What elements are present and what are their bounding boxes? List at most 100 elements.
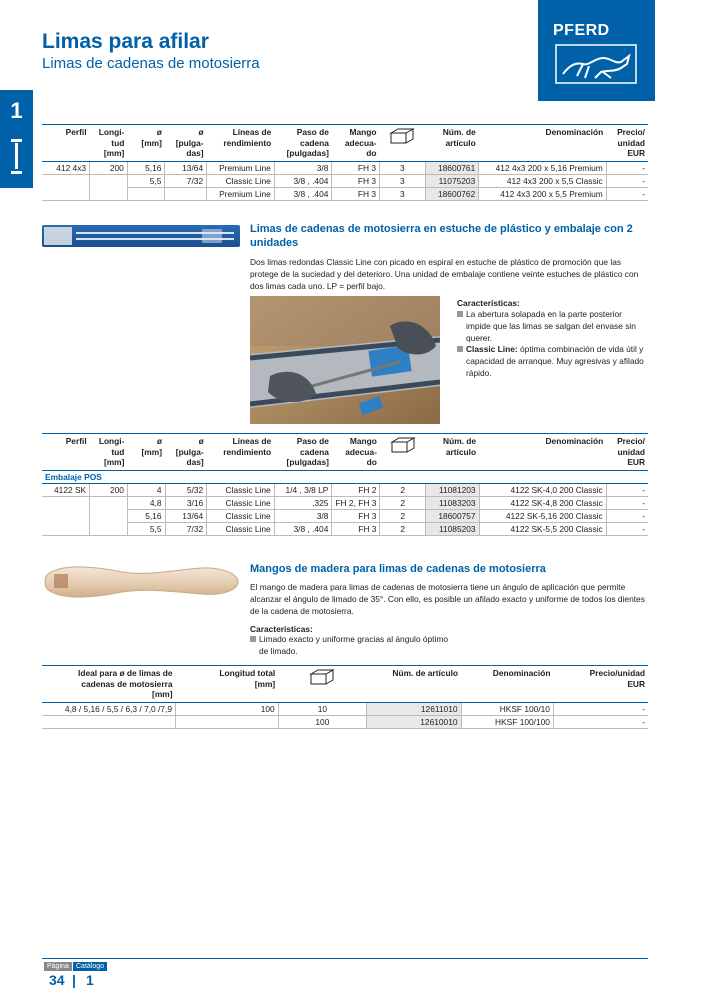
file-icon-top bbox=[11, 139, 22, 142]
table-cell: 3/8 , .404 bbox=[273, 174, 332, 188]
section-body-case: Dos limas redondas Classic Line con pica… bbox=[250, 257, 639, 291]
package-box-icon bbox=[309, 669, 336, 685]
column-header: Núm. de artículo bbox=[366, 665, 462, 703]
chapter-tab[interactable]: 1 bbox=[0, 90, 33, 188]
list-item: Classic Line: óptima combinación de vida… bbox=[457, 344, 647, 379]
table-cell: FH 2 bbox=[331, 483, 380, 497]
column-header: Perfil bbox=[42, 433, 90, 471]
table-cell: 412 4x3 200 x 5,5 Classic bbox=[478, 174, 607, 188]
table-cell: 13/64 bbox=[164, 161, 207, 175]
table-cell: - bbox=[552, 715, 648, 729]
section-body-handle: El mango de madera para limas de cadenas… bbox=[250, 582, 645, 616]
table-cell: - bbox=[605, 161, 648, 175]
table-cell: Premium Line bbox=[206, 187, 275, 201]
table-header-row: Ideal para ø de limas de cadenas de moto… bbox=[42, 665, 648, 703]
features-heading-case: Características: bbox=[457, 298, 520, 308]
table-cell bbox=[42, 522, 90, 536]
wooden-handle-image bbox=[42, 560, 242, 604]
brand-logo: PFERD bbox=[538, 0, 655, 101]
table-cell: 3/8 , .404 bbox=[273, 187, 332, 201]
page-number: 34 bbox=[49, 972, 65, 988]
table-cell bbox=[42, 174, 90, 187]
table-cell: 2 bbox=[379, 483, 426, 497]
column-header bbox=[379, 124, 426, 162]
table-cell: Classic Line bbox=[206, 496, 275, 510]
catalog-number[interactable]: 1 bbox=[86, 972, 94, 988]
table-cell: 3/8 bbox=[273, 161, 332, 175]
features-heading-handle: Características: bbox=[250, 624, 313, 634]
group-label: Embalaje POS bbox=[42, 470, 648, 484]
table-cell: 5,5 bbox=[126, 174, 165, 188]
table-group-row: Embalaje POS bbox=[42, 470, 648, 484]
table-cell: 18600762 bbox=[424, 187, 479, 201]
table-cell: 3/8 bbox=[273, 509, 332, 523]
table-cell: Classic Line bbox=[206, 483, 275, 497]
table-cell: 5,16 bbox=[126, 161, 165, 175]
table-cell: Classic Line bbox=[206, 522, 275, 536]
page-title: Limas para afilar bbox=[42, 30, 209, 53]
page-subtitle: Limas de cadenas de motosierra bbox=[42, 55, 260, 72]
bullet-icon bbox=[250, 636, 256, 642]
package-box-icon bbox=[389, 437, 416, 453]
column-header: ø[mm] bbox=[127, 124, 165, 162]
chainsaw-sharpening-photo bbox=[250, 296, 440, 424]
table-cell: 3 bbox=[379, 187, 426, 201]
table-cell: 100 bbox=[277, 715, 367, 729]
feature-text: La abertura solapada en la parte posteri… bbox=[466, 309, 636, 343]
table-cell: 412 4x3 200 x 5,5 Premium bbox=[478, 187, 607, 201]
table-cell: 200 bbox=[89, 483, 128, 497]
table-cell: HKSF 100/100 bbox=[460, 715, 554, 729]
table-cell: 2 bbox=[379, 496, 426, 510]
table-cell: 4122 SK-4,8 200 Classic bbox=[478, 496, 607, 510]
table-cell: 200 bbox=[89, 161, 128, 175]
table-cell: 100 bbox=[175, 702, 279, 716]
table-cell: - bbox=[605, 509, 648, 523]
table-cell: FH 3 bbox=[331, 522, 380, 536]
table-cell: 11083203 bbox=[424, 496, 480, 510]
table-cell: 18600757 bbox=[424, 509, 480, 523]
table-cell bbox=[42, 715, 176, 729]
table-cell bbox=[89, 174, 128, 187]
table-cell: FH 3 bbox=[331, 161, 380, 175]
table-cell: 11075203 bbox=[424, 174, 479, 188]
features-list-case: La abertura solapada en la parte posteri… bbox=[457, 309, 647, 380]
table-cell: 4122 SK-5,16 200 Classic bbox=[478, 509, 607, 523]
table-cell bbox=[126, 187, 165, 201]
table-cell: 7/32 bbox=[164, 522, 207, 536]
table-cell: 11085203 bbox=[424, 522, 480, 536]
table-cell: 3 bbox=[379, 161, 426, 175]
file-icon-bottom bbox=[11, 171, 22, 174]
table-cell: - bbox=[605, 483, 648, 497]
feature-bold: Classic Line: bbox=[466, 344, 518, 355]
table-cell: FH 2, FH 3 bbox=[331, 496, 380, 510]
table-cell: 5,16 bbox=[126, 509, 165, 523]
catalogo-label: Catálogo bbox=[73, 962, 108, 971]
table-cell: 4,8 / 5,16 / 5,5 / 6,3 / 7,0 /7,9 bbox=[42, 702, 176, 716]
column-header: Perfil bbox=[42, 124, 90, 162]
table-cell: FH 3 bbox=[331, 174, 380, 188]
table-cell bbox=[89, 522, 128, 536]
table-cell: .325 bbox=[273, 496, 332, 510]
column-header: Denominación bbox=[461, 665, 554, 703]
table-cell bbox=[42, 509, 90, 522]
column-header: Longitud total[mm] bbox=[175, 665, 279, 703]
table-cell: 10 bbox=[277, 702, 367, 716]
table-cell: 7/32 bbox=[164, 174, 207, 188]
table-cell: 2 bbox=[379, 522, 426, 536]
package-box-icon bbox=[389, 128, 416, 144]
table-cell: - bbox=[605, 187, 648, 201]
table-cell bbox=[164, 187, 207, 201]
list-item: La abertura solapada en la parte posteri… bbox=[457, 309, 647, 344]
column-header: Longi-tud[mm] bbox=[89, 124, 128, 162]
